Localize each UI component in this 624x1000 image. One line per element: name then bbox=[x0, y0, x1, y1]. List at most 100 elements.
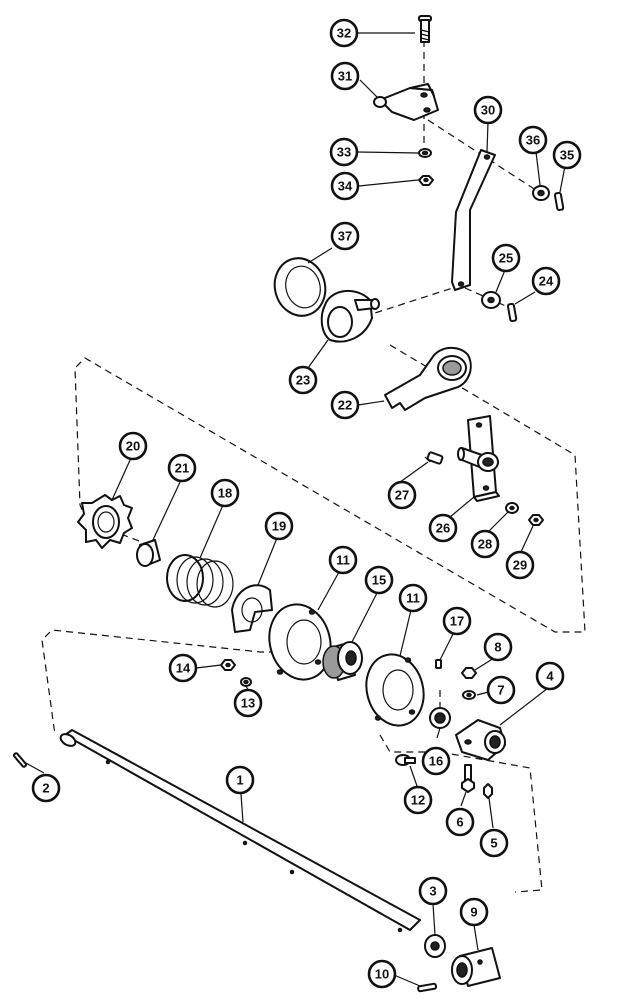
callout-circle bbox=[288, 365, 318, 395]
callout-number: 2 bbox=[42, 781, 49, 796]
callout-number: 21 bbox=[175, 461, 189, 476]
callout-circle bbox=[264, 511, 294, 541]
callout-21: 21 bbox=[167, 453, 197, 483]
callout-11a: 11 bbox=[328, 545, 358, 575]
shaft-1 bbox=[59, 729, 421, 933]
callout-circle bbox=[364, 565, 394, 595]
washer-28 bbox=[505, 502, 519, 514]
callout-33: 33 bbox=[329, 137, 359, 167]
collar-16 bbox=[429, 707, 451, 729]
callout-circle bbox=[118, 431, 148, 461]
callout-8: 8 bbox=[483, 632, 513, 662]
callout-circle bbox=[167, 453, 197, 483]
callout-number: 24 bbox=[539, 274, 554, 289]
callout-2: 2 bbox=[31, 773, 61, 803]
callout-circle bbox=[442, 606, 472, 636]
coupler-9 bbox=[451, 947, 501, 987]
nut-5 bbox=[483, 783, 493, 799]
callout-number: 19 bbox=[272, 519, 286, 534]
callout-number: 18 bbox=[218, 486, 232, 501]
callout-number: 16 bbox=[429, 754, 443, 769]
nut-14 bbox=[220, 659, 236, 671]
nut-34 bbox=[418, 175, 434, 186]
callout-5: 5 bbox=[479, 828, 509, 858]
nut-8 bbox=[461, 667, 477, 679]
washer-33 bbox=[418, 148, 432, 158]
callout-7: 7 bbox=[486, 675, 516, 705]
callout-circle bbox=[491, 243, 521, 273]
callout-number: 23 bbox=[296, 373, 310, 388]
retainer-19 bbox=[231, 584, 273, 633]
callout-number: 28 bbox=[478, 537, 492, 552]
callout-circle bbox=[398, 583, 428, 613]
callout-10: 10 bbox=[367, 959, 397, 989]
callout-circle bbox=[470, 529, 500, 559]
arm-30-pin-axis bbox=[464, 287, 509, 308]
bushing-21 bbox=[136, 539, 161, 567]
callout-14: 14 bbox=[168, 653, 198, 683]
callout-circle bbox=[445, 807, 475, 837]
callout-35: 35 bbox=[552, 140, 582, 170]
callout-number: 1 bbox=[236, 773, 243, 788]
callout-circle bbox=[518, 125, 548, 155]
callout-number: 12 bbox=[411, 793, 425, 808]
callout-circle bbox=[421, 746, 451, 776]
callout-23: 23 bbox=[288, 365, 318, 395]
callout-36: 36 bbox=[518, 125, 548, 155]
callout-number: 32 bbox=[337, 26, 351, 41]
callout-12: 12 bbox=[403, 785, 433, 815]
bracket-axis bbox=[379, 734, 440, 753]
callout-number: 11 bbox=[336, 553, 350, 568]
callout-number: 35 bbox=[560, 148, 574, 163]
screw-27 bbox=[424, 451, 444, 465]
pin-10 bbox=[417, 982, 438, 993]
callout-1: 1 bbox=[225, 765, 255, 795]
callout-number: 14 bbox=[176, 661, 191, 676]
callout-37: 37 bbox=[330, 221, 360, 251]
callout-number: 7 bbox=[497, 683, 504, 698]
callout-number: 10 bbox=[375, 967, 389, 982]
pin-2 bbox=[12, 752, 28, 768]
callout-28: 28 bbox=[470, 529, 500, 559]
washer-25 bbox=[481, 291, 501, 309]
washer-7 bbox=[462, 690, 476, 700]
callout-16: 16 bbox=[421, 746, 451, 776]
washer-36 bbox=[532, 185, 550, 201]
callout-3: 3 bbox=[418, 876, 448, 906]
callout-circle bbox=[225, 765, 255, 795]
callout-6: 6 bbox=[445, 807, 475, 837]
callout-13: 13 bbox=[233, 688, 263, 718]
callout-circle bbox=[210, 478, 240, 508]
callout-circle bbox=[330, 61, 360, 91]
fork-22 bbox=[384, 346, 472, 411]
callout-circle bbox=[330, 221, 360, 251]
callout-number: 15 bbox=[372, 573, 386, 588]
callout-circle bbox=[535, 661, 565, 691]
callout-27: 27 bbox=[387, 480, 417, 510]
arm-30-axis-to-cam bbox=[374, 284, 463, 314]
callout-22: 22 bbox=[330, 390, 360, 420]
callout-number: 27 bbox=[395, 488, 409, 503]
callout-30: 30 bbox=[473, 95, 503, 125]
callout-18: 18 bbox=[210, 478, 240, 508]
callout-layer: 1234567891011111213141516171819202122232… bbox=[23, 18, 582, 989]
callout-circle bbox=[479, 828, 509, 858]
callout-number: 13 bbox=[241, 696, 255, 711]
callout-circle bbox=[505, 550, 535, 580]
callout-circle bbox=[31, 773, 61, 803]
sprocket-20 bbox=[77, 494, 133, 549]
washer-13 bbox=[240, 677, 252, 687]
callout-circle bbox=[387, 480, 417, 510]
pin-35 bbox=[553, 191, 565, 212]
callout-number: 11 bbox=[406, 591, 420, 606]
bearing-15 bbox=[322, 641, 363, 681]
pin-24 bbox=[506, 302, 518, 323]
callout-4: 4 bbox=[535, 661, 565, 691]
callout-number: 25 bbox=[499, 251, 513, 266]
callout-circle bbox=[531, 266, 561, 296]
callout-number: 6 bbox=[456, 815, 463, 830]
callout-26: 26 bbox=[428, 513, 458, 543]
callout-number: 20 bbox=[126, 439, 140, 454]
callout-34: 34 bbox=[330, 171, 360, 201]
